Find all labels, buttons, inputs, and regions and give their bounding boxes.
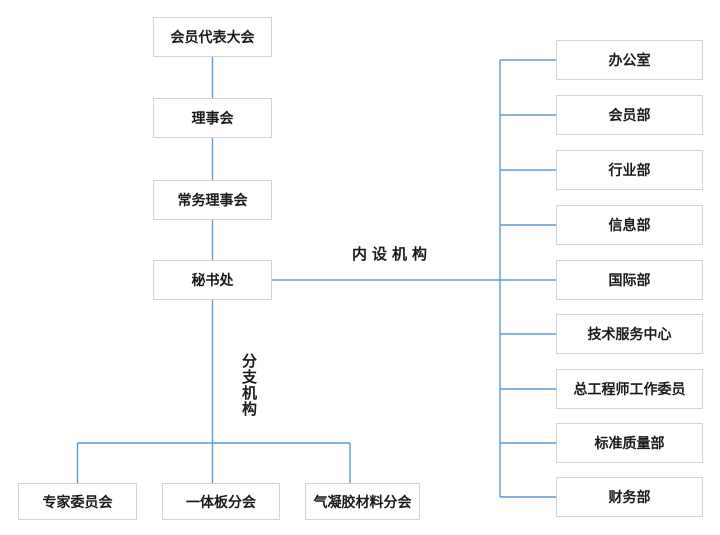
node-council: 理事会	[153, 98, 272, 138]
node-secretariat: 秘书处	[153, 260, 272, 300]
node-aerogel-materials-branch: 气凝胶材料分会	[305, 483, 420, 520]
label-branch-organizations: 分支机构	[240, 353, 257, 417]
node-membership-dept: 会员部	[556, 95, 703, 135]
node-integrated-panel-branch: 一体板分会	[162, 483, 280, 520]
node-chief-engineer-committee: 总工程师工作委员	[556, 369, 703, 409]
node-finance-dept: 财务部	[556, 477, 703, 517]
label-internal-departments: 内设机构	[352, 246, 433, 263]
node-member-congress: 会员代表大会	[153, 17, 272, 57]
node-information-dept: 信息部	[556, 205, 703, 245]
node-standing-council: 常务理事会	[153, 180, 272, 220]
node-industry-dept: 行业部	[556, 150, 703, 190]
node-international-dept: 国际部	[556, 260, 703, 300]
node-expert-committee: 专家委员会	[18, 483, 137, 520]
node-general-office: 办公室	[556, 40, 703, 80]
node-standards-quality-dept: 标准质量部	[556, 423, 703, 463]
node-technical-service-center: 技术服务中心	[556, 314, 703, 354]
